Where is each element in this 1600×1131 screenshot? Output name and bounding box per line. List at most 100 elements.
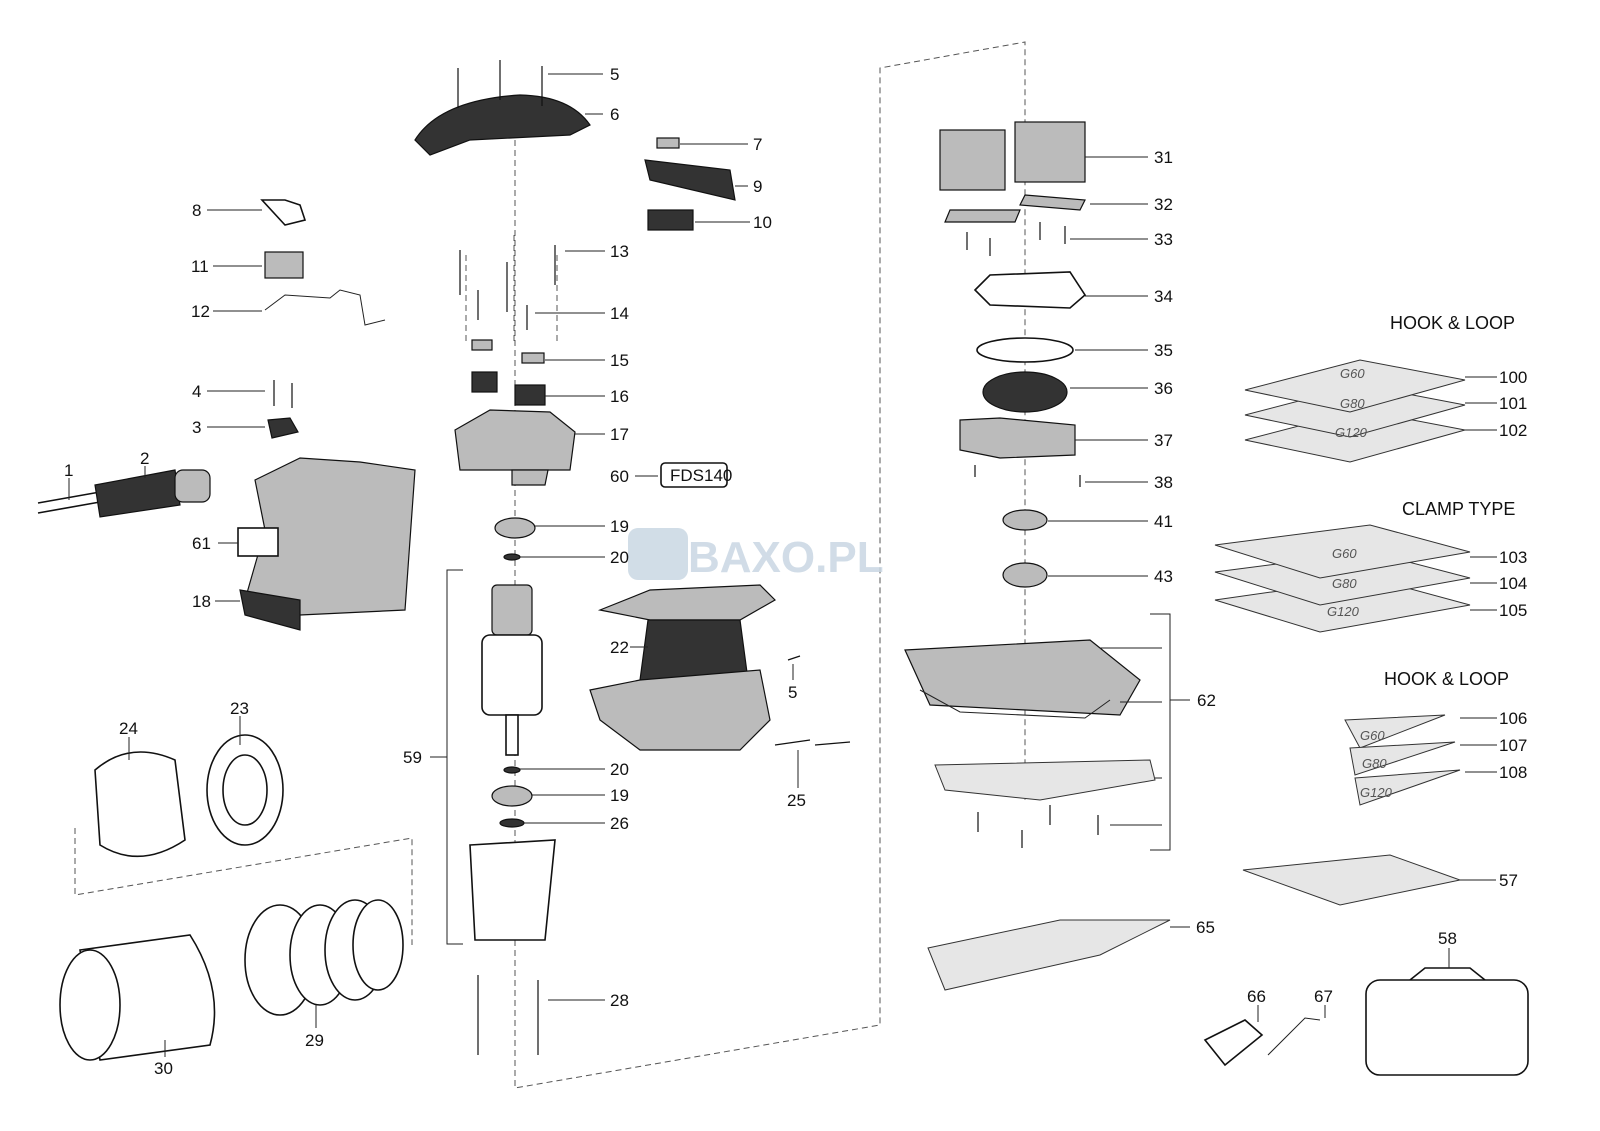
label-37: 37 bbox=[1154, 431, 1173, 450]
svg-text:G120: G120 bbox=[1360, 785, 1393, 800]
label-5: 5 bbox=[610, 65, 619, 84]
base-housing-22 bbox=[589, 584, 851, 751]
tools-66-67 bbox=[1203, 1017, 1321, 1067]
label-sticker-61 bbox=[237, 527, 279, 557]
label-2: 2 bbox=[140, 449, 149, 468]
label-26: 26 bbox=[610, 814, 629, 833]
label-103: 103 bbox=[1499, 548, 1527, 567]
label-106: 106 bbox=[1499, 709, 1527, 728]
label-36: 36 bbox=[1154, 379, 1173, 398]
label-16: 16 bbox=[610, 387, 629, 406]
label-5b: 5 bbox=[788, 683, 797, 702]
svg-text:G120: G120 bbox=[1327, 604, 1360, 619]
label-67: 67 bbox=[1314, 987, 1333, 1006]
label-33: 33 bbox=[1154, 230, 1173, 249]
label-19b: 19 bbox=[610, 786, 629, 805]
label-58: 58 bbox=[1438, 929, 1457, 948]
assembly-guides bbox=[74, 41, 1026, 1089]
label-32: 32 bbox=[1154, 195, 1173, 214]
label-13: 13 bbox=[610, 242, 629, 261]
label-24: 24 bbox=[119, 719, 138, 738]
label-43: 43 bbox=[1154, 567, 1173, 586]
label-18: 18 bbox=[192, 592, 211, 611]
svg-text:G120: G120 bbox=[1335, 425, 1368, 440]
label-19: 19 bbox=[610, 517, 629, 536]
label-15: 15 bbox=[610, 351, 629, 370]
label-30: 30 bbox=[154, 1059, 173, 1078]
label-105: 105 bbox=[1499, 601, 1527, 620]
svg-text:BAXO.PL: BAXO.PL bbox=[688, 533, 884, 582]
svg-text:G60: G60 bbox=[1340, 366, 1365, 381]
label-10: 10 bbox=[753, 213, 772, 232]
base-plate-62 bbox=[904, 613, 1190, 851]
motor-housing-17 bbox=[454, 245, 576, 486]
small-parts-left bbox=[260, 199, 386, 439]
armature-59 bbox=[430, 517, 556, 1055]
watermark-logo: BAXO.PL bbox=[628, 528, 884, 582]
label-23: 23 bbox=[230, 699, 249, 718]
label-20: 20 bbox=[610, 548, 629, 567]
leader-lines bbox=[68, 73, 1497, 1057]
label-11: 11 bbox=[191, 257, 209, 276]
cable-and-grip bbox=[37, 469, 211, 518]
label-62: 62 bbox=[1197, 691, 1216, 710]
dust-canister-30 bbox=[59, 934, 216, 1061]
label-101: 101 bbox=[1499, 394, 1527, 413]
label-100: 100 bbox=[1499, 368, 1527, 387]
label-41: 41 bbox=[1154, 512, 1173, 531]
rings-23-24 bbox=[94, 734, 284, 858]
label-108: 108 bbox=[1499, 763, 1527, 782]
svg-text:G80: G80 bbox=[1362, 756, 1387, 771]
label-14: 14 bbox=[610, 304, 629, 323]
label-60: 60 bbox=[610, 467, 629, 486]
part-number-labels: 1 2 3 4 5 6 7 8 9 10 11 12 13 14 15 16 1… bbox=[64, 65, 1527, 1078]
adapter-plate-57 bbox=[1242, 854, 1462, 906]
case-58 bbox=[1365, 967, 1529, 1076]
svg-text:G60: G60 bbox=[1360, 728, 1385, 743]
svg-text:CLAMP TYPE: CLAMP TYPE bbox=[1402, 499, 1515, 519]
svg-text:G80: G80 bbox=[1332, 576, 1357, 591]
label-57: 57 bbox=[1499, 871, 1518, 890]
hook-loop-sheets: G60 G80 G120 bbox=[1244, 359, 1466, 463]
label-102: 102 bbox=[1499, 421, 1527, 440]
svg-text:G60: G60 bbox=[1332, 546, 1357, 561]
svg-text:HOOK & LOOP: HOOK & LOOP bbox=[1384, 669, 1509, 689]
clamp-sheets: G60 G80 G120 bbox=[1214, 524, 1471, 633]
label-38: 38 bbox=[1154, 473, 1173, 492]
label-1: 1 bbox=[64, 461, 73, 480]
label-8: 8 bbox=[192, 201, 201, 220]
svg-text:HOOK & LOOP: HOOK & LOOP bbox=[1390, 313, 1515, 333]
label-65: 65 bbox=[1196, 918, 1215, 937]
pad-parts-31-43 bbox=[939, 121, 1087, 588]
label-107: 107 bbox=[1499, 736, 1527, 755]
delta-sheets: G60 G80 G120 bbox=[1344, 714, 1461, 806]
switch-parts-7-9-10 bbox=[644, 137, 736, 231]
label-4: 4 bbox=[192, 382, 201, 401]
label-12: 12 bbox=[191, 302, 210, 321]
label-31: 31 bbox=[1154, 148, 1173, 167]
label-66: 66 bbox=[1247, 987, 1266, 1006]
label-7: 7 bbox=[753, 135, 762, 154]
model-tag-60: FDS140 bbox=[660, 462, 732, 488]
svg-text:G80: G80 bbox=[1340, 396, 1365, 411]
spring-filter-29 bbox=[244, 899, 404, 1016]
label-3: 3 bbox=[192, 418, 201, 437]
housing-rear-18 bbox=[239, 457, 416, 631]
svg-text:FDS140: FDS140 bbox=[670, 466, 732, 485]
label-20b: 20 bbox=[610, 760, 629, 779]
label-61: 61 bbox=[192, 534, 211, 553]
section-headers: HOOK & LOOP CLAMP TYPE HOOK & LOOP bbox=[1384, 313, 1515, 689]
label-28: 28 bbox=[610, 991, 629, 1010]
top-cover-6 bbox=[414, 60, 591, 156]
label-25: 25 bbox=[787, 791, 806, 810]
label-17: 17 bbox=[610, 425, 629, 444]
label-6: 6 bbox=[610, 105, 619, 124]
label-104: 104 bbox=[1499, 574, 1527, 593]
label-29: 29 bbox=[305, 1031, 324, 1050]
label-59: 59 bbox=[403, 748, 422, 767]
label-34: 34 bbox=[1154, 287, 1173, 306]
delta-pad-65 bbox=[927, 919, 1171, 991]
label-9: 9 bbox=[753, 177, 762, 196]
